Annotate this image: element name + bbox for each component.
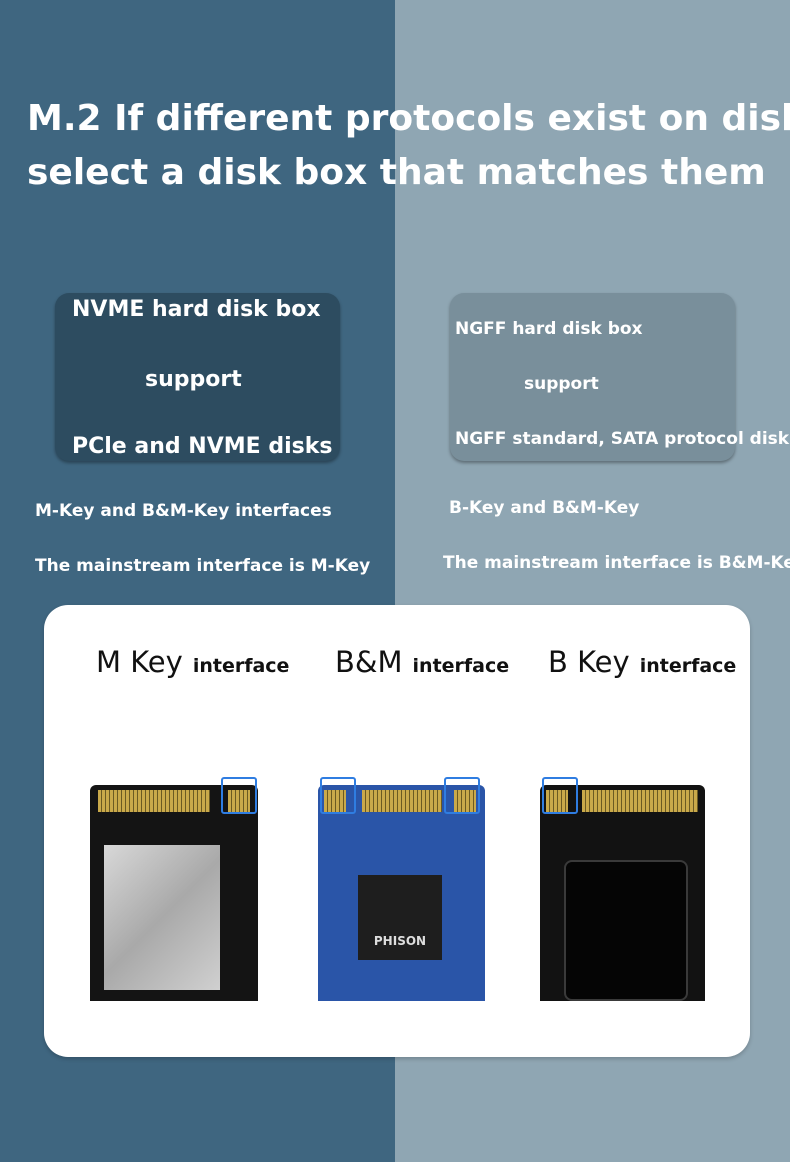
nvme-interfaces: M-Key and B&M-Key interfaces xyxy=(35,501,332,521)
title-line-1: M.2 If different protocols exist on disk… xyxy=(27,98,790,139)
nvme-box xyxy=(55,293,340,461)
m-key-highlight xyxy=(221,777,257,814)
b-key-highlight xyxy=(542,777,578,814)
ngff-interfaces: B-Key and B&M-Key xyxy=(449,498,640,518)
ngff-support: support xyxy=(524,374,599,394)
ngff-box-title: NGFF hard disk box xyxy=(455,319,643,339)
ngff-mainstream: The mainstream interface is B&M-Key xyxy=(443,553,790,573)
ngff-box xyxy=(450,293,735,461)
ngff-disks: NGFF standard, SATA protocol disks xyxy=(455,429,790,449)
nvme-mainstream: The mainstream interface is M-Key xyxy=(35,556,371,576)
bm-key-highlight-m xyxy=(444,777,480,814)
page-title: M.2 If different protocols exist on disk… xyxy=(27,92,790,200)
bm-key-ssd-image: PHISON xyxy=(318,777,485,1001)
nvme-box-title: NVME hard disk box xyxy=(72,297,321,322)
controller-chip: PHISON xyxy=(358,875,442,960)
b-key-ssd-image xyxy=(540,777,705,1001)
nvme-disks: PCle and NVME disks xyxy=(72,434,333,459)
nvme-support: support xyxy=(145,367,242,392)
m-key-ssd-image xyxy=(90,777,258,1001)
bm-key-highlight-b xyxy=(320,777,356,814)
title-line-2: select a disk box that matches them xyxy=(27,152,766,193)
